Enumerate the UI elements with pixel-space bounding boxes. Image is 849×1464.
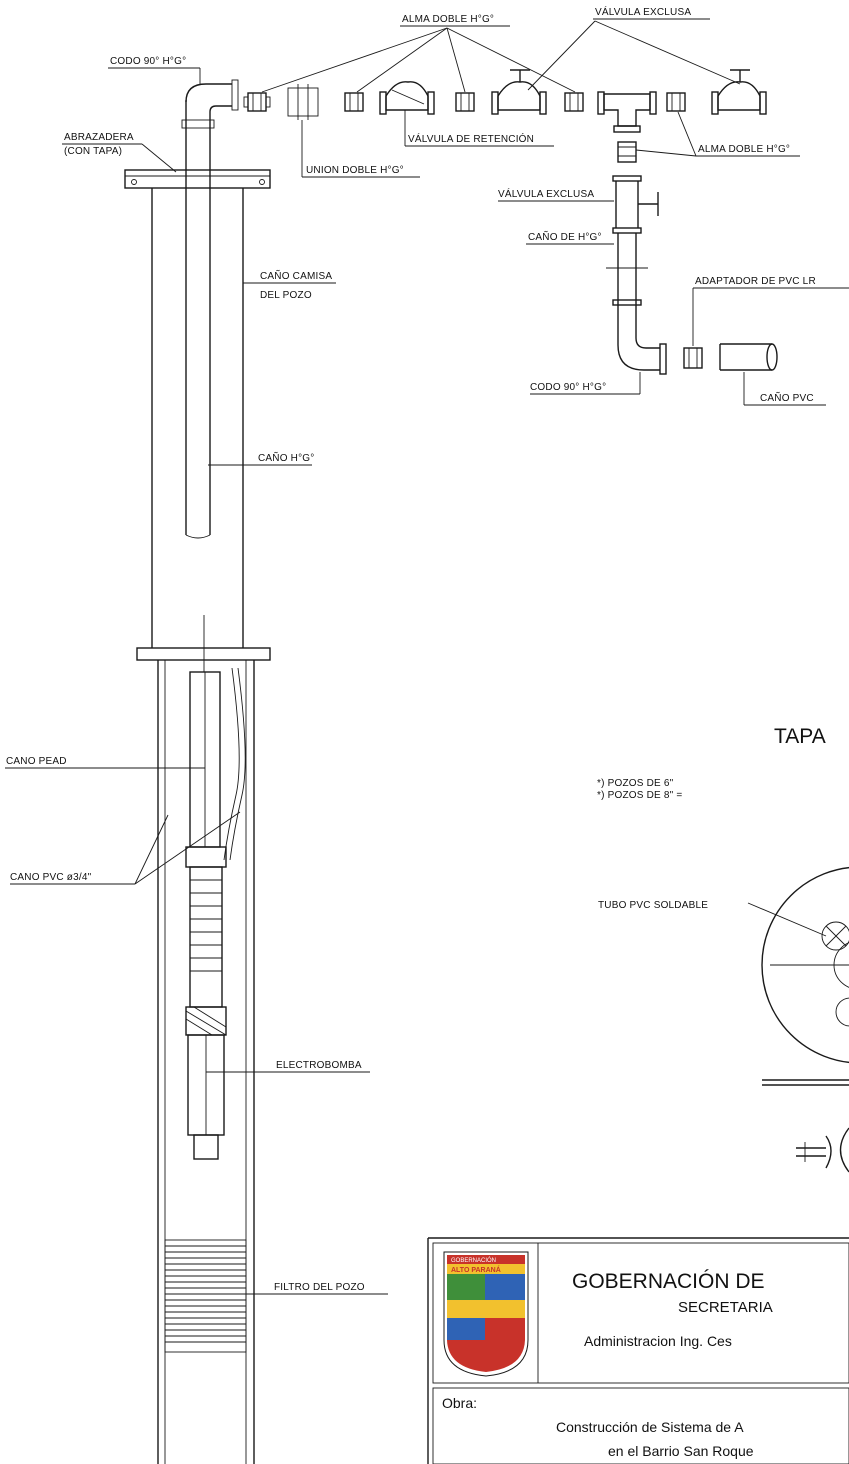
label-abrazadera-con-tapa: (CON TAPA) bbox=[64, 146, 122, 157]
tapa-title: TAPA bbox=[774, 725, 826, 748]
label-valvula-retencion: VÁLVULA DE RETENCIÓN bbox=[408, 132, 534, 145]
obra-label: Obra: bbox=[442, 1395, 477, 1411]
label-tubo-pvc-soldable: TUBO PVC SOLDABLE bbox=[598, 900, 708, 911]
label-union-doble: UNION DOBLE H°G° bbox=[306, 165, 404, 176]
label-filtro-pozo: FILTRO DEL POZO bbox=[274, 1282, 365, 1293]
tapa-note-8: *) POZOS DE 8" = bbox=[597, 790, 682, 801]
label-valvula-exclusa-right: VÁLVULA EXCLUSA bbox=[498, 187, 594, 200]
label-cano-pead: CANO PEAD bbox=[6, 756, 67, 767]
label-cano-camisa-pozo: DEL POZO bbox=[260, 290, 312, 301]
label-alma-doble-top: ALMA DOBLE H°G° bbox=[402, 14, 494, 25]
label-cano-camisa: CAÑO CAMISA bbox=[260, 269, 332, 282]
title-admin: Administracion Ing. Ces bbox=[584, 1333, 732, 1349]
hg-riser-pipe bbox=[181, 79, 239, 672]
tapa-note-6: *) POZOS DE 6" bbox=[597, 778, 674, 789]
label-alma-doble-right: ALMA DOBLE H°G° bbox=[698, 144, 790, 155]
label-codo-bottom: CODO 90° H°G° bbox=[530, 382, 606, 393]
logo-text-alto-parana: ALTO PARANÁ bbox=[451, 1265, 501, 1274]
vertical-branch bbox=[606, 141, 778, 375]
label-cano-hg-center: CAÑO H°G° bbox=[258, 451, 314, 464]
label-adaptador-pvc: ADAPTADOR DE PVC LR bbox=[695, 276, 816, 287]
tapa-heading: TAPA *) POZOS DE 6" *) POZOS DE 8" = bbox=[597, 725, 826, 801]
label-abrazadera: ABRAZADERA bbox=[64, 132, 134, 143]
label-electrobomba: ELECTROBOMBA bbox=[276, 1060, 362, 1071]
labels: ALMA DOBLE H°G° VÁLVULA EXCLUSA CODO 90°… bbox=[6, 5, 816, 1293]
tapa-detail bbox=[761, 866, 849, 1173]
obra-line-1: Construcción de Sistema de A bbox=[556, 1419, 744, 1435]
well-filter-screen bbox=[164, 1239, 247, 1353]
horizontal-fittings bbox=[243, 69, 767, 133]
label-valvula-exclusa-top: VÁLVULA EXCLUSA bbox=[595, 5, 691, 18]
gobernacion-logo: GOBERNACIÓN ALTO PARANÁ bbox=[443, 1251, 529, 1377]
label-cano-hg-right: CAÑO DE H°G° bbox=[528, 230, 602, 243]
pump-column bbox=[185, 667, 246, 1160]
leader-lines bbox=[5, 18, 849, 1295]
logo-text-gobernacion: GOBERNACIÓN bbox=[451, 1257, 496, 1264]
title-block: GOBERNACIÓN ALTO PARANÁ GOBERNACIÓN DE S… bbox=[427, 1237, 849, 1464]
title-org: GOBERNACIÓN DE bbox=[572, 1270, 765, 1293]
title-dept: SECRETARIA bbox=[678, 1299, 773, 1316]
label-cano-pvc-small: CANO PVC ø3/4" bbox=[10, 872, 92, 883]
label-cano-pvc: CAÑO PVC bbox=[760, 391, 814, 404]
obra-line-2: en el Barrio San Roque bbox=[608, 1443, 754, 1459]
label-codo-top: CODO 90° H°G° bbox=[110, 56, 186, 67]
